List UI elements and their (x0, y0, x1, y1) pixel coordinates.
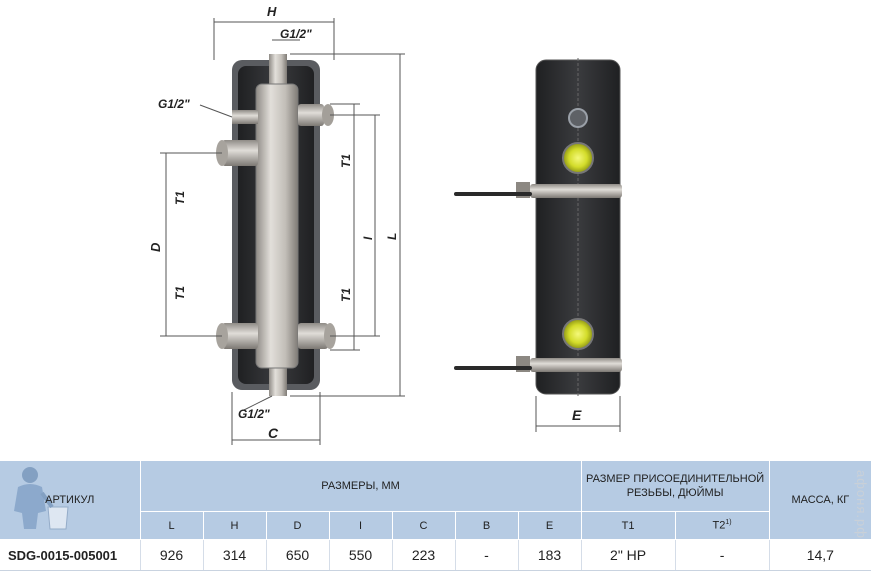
table-row: SDG-0015-005001 926 314 650 550 223 - 18… (0, 539, 871, 571)
t2-footnote: 1) (725, 519, 732, 527)
dim-T1-right-top: T1 (339, 154, 353, 168)
dim-C-label: C (268, 425, 279, 441)
yellow-port-bottom (562, 318, 594, 350)
dim-E-label: E (572, 407, 582, 423)
top-stub (269, 54, 287, 90)
dimensions-header: РАЗМЕРЫ, ММ (139, 461, 582, 512)
dim-T1-left-top: T1 (173, 191, 187, 205)
bracket-top (530, 184, 622, 198)
cell-C: 223 (391, 539, 455, 571)
front-view: H G1/2" G1/2" G1/2" C T1 D T1 T1 T1 I L (148, 4, 405, 445)
yellow-port-top (562, 142, 594, 174)
thread-side-label: G1/2" (158, 97, 190, 111)
thread-bottom-label: G1/2" (238, 407, 270, 421)
col-L: L (139, 511, 203, 540)
col-T2: T21) (674, 511, 770, 540)
col-E: E (517, 511, 582, 540)
separator-column (255, 83, 299, 369)
cell-article: SDG-0015-005001 (0, 539, 140, 571)
cell-D: 650 (265, 539, 329, 571)
watermark: афоня.рф (854, 470, 869, 539)
dim-D-label: D (148, 242, 163, 252)
small-port (568, 108, 588, 128)
dim-T1-left-bottom: T1 (173, 286, 187, 300)
col-C: C (391, 511, 455, 540)
col-D: D (265, 511, 329, 540)
bracket-bottom (530, 358, 622, 372)
cell-I: 550 (328, 539, 392, 571)
dim-I-label: I (361, 236, 375, 240)
col-I: I (328, 511, 392, 540)
col-B: B (454, 511, 518, 540)
bottom-stub (269, 360, 287, 396)
col-T1: T1 (580, 511, 676, 540)
left-nozzle-bottom (222, 323, 258, 349)
dim-T1-right-bottom: T1 (339, 288, 353, 302)
cell-E: 183 (517, 539, 582, 571)
article-header: АРТИКУЛ (0, 461, 140, 540)
side-view: E (454, 58, 622, 432)
spec-table: АРТИКУЛ РАЗМЕРЫ, ММ РАЗМЕР ПРИСОЕДИНИТЕЛ… (0, 461, 871, 571)
cell-mass: 14,7 (768, 539, 871, 571)
thread-top-label: G1/2" (280, 27, 312, 41)
dim-H-label: H (267, 4, 277, 19)
dim-L-label: L (385, 233, 399, 240)
technical-drawing: H G1/2" G1/2" G1/2" C T1 D T1 T1 T1 I L … (148, 4, 622, 445)
thread-header: РАЗМЕР ПРИСОЕДИНИТЕЛЬНОЙ РЕЗЬБЫ, ДЮЙМЫ (580, 461, 770, 512)
worker-figure-icon (14, 467, 69, 530)
cell-T1: 2" НР (580, 539, 676, 571)
right-nozzle-bottom (298, 323, 328, 349)
cell-H: 314 (202, 539, 266, 571)
cell-T2: - (674, 539, 770, 571)
cell-B: - (454, 539, 518, 571)
mass-header: МАССА, КГ (768, 461, 871, 540)
cell-L: 926 (139, 539, 203, 571)
left-nozzle-top (222, 140, 258, 166)
col-H: H (202, 511, 266, 540)
